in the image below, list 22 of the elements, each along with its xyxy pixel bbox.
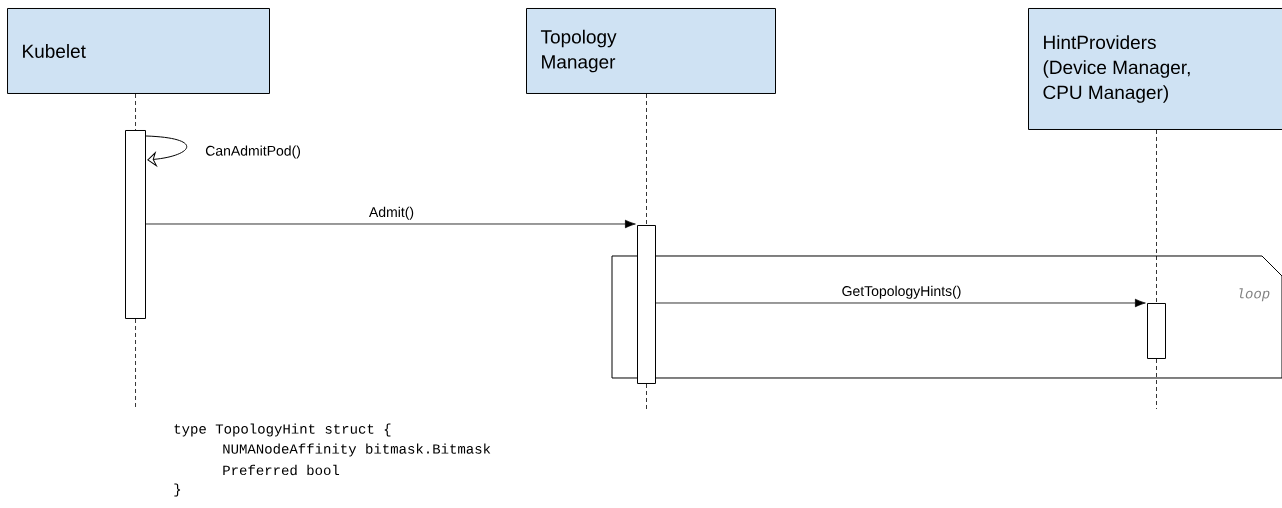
participant-box: Kubelet bbox=[7, 8, 270, 94]
code-line: NUMANodeAffinity bitmask.Bitmask bbox=[223, 443, 491, 457]
lifeline bbox=[135, 93, 136, 131]
message-arrow bbox=[145, 219, 636, 229]
lifeline bbox=[646, 93, 647, 226]
participant-box: Topology Manager bbox=[526, 8, 776, 94]
activation-bar bbox=[125, 130, 146, 319]
code-line: } bbox=[174, 483, 181, 497]
lifeline bbox=[1156, 358, 1157, 410]
message-label: GetTopologyHints() bbox=[840, 284, 963, 300]
lifeline bbox=[1156, 129, 1157, 304]
message-label: CanAdmitPod() bbox=[204, 144, 302, 160]
self-call-arrow bbox=[145, 135, 188, 167]
activation-bar bbox=[637, 225, 656, 384]
code-line: Preferred bool bbox=[223, 464, 340, 476]
lifeline bbox=[135, 318, 136, 410]
lifeline bbox=[646, 383, 647, 410]
code-line: type TopologyHint struct { bbox=[174, 423, 391, 437]
activation-bar bbox=[1147, 303, 1166, 359]
message-label: Admit() bbox=[367, 205, 416, 221]
participant-box: HintProviders (Device Manager, CPU Manager) bbox=[1028, 8, 1282, 130]
message-arrow bbox=[655, 298, 1146, 308]
